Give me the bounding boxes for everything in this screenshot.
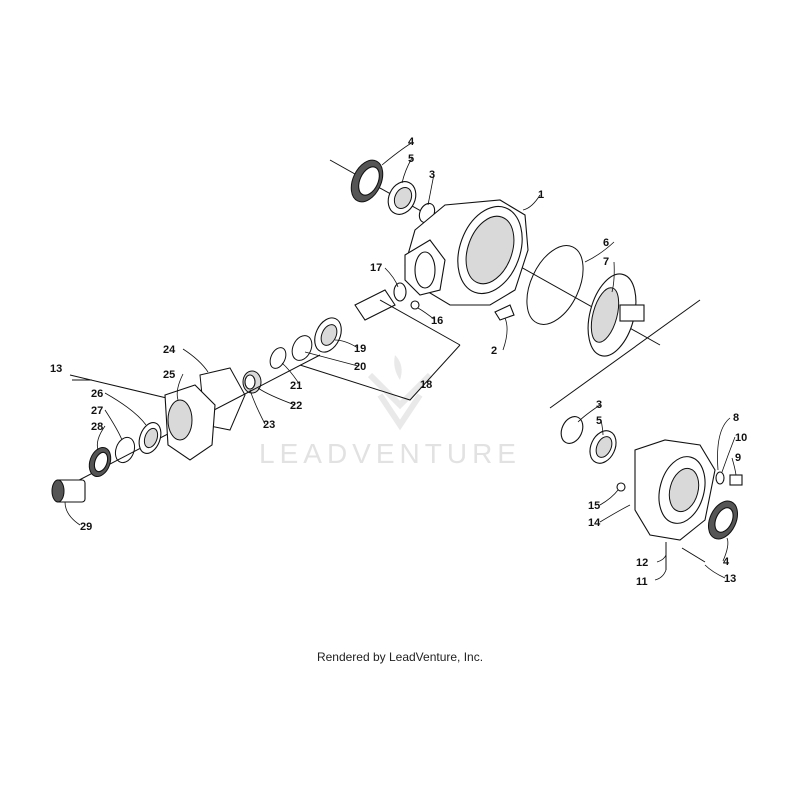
callout-27: 27 xyxy=(91,405,103,417)
callout-15: 15 xyxy=(588,500,600,512)
callout-26: 26 xyxy=(91,388,103,400)
main-housing xyxy=(329,159,661,357)
callout-22: 22 xyxy=(290,400,302,412)
watermark: LEADVENTURE xyxy=(259,355,521,469)
callout-3-right: 3 xyxy=(596,399,602,411)
callout-12: 12 xyxy=(636,557,648,569)
callout-13-left: 13 xyxy=(50,363,62,375)
callout-13-right: 13 xyxy=(724,573,736,585)
callout-23: 23 xyxy=(263,419,275,431)
callout-18: 18 xyxy=(420,379,432,391)
watermark-logo xyxy=(367,355,433,431)
callout-5-top: 5 xyxy=(408,153,414,165)
callout-2: 2 xyxy=(491,345,497,357)
callout-17: 17 xyxy=(370,262,382,274)
callout-8: 8 xyxy=(733,412,739,424)
right-cover xyxy=(549,299,743,570)
callout-21: 21 xyxy=(290,380,302,392)
callout-3-top: 3 xyxy=(429,169,435,181)
left-cover xyxy=(51,354,321,503)
render-credit: Rendered by LeadVenture, Inc. xyxy=(316,650,484,664)
callout-9: 9 xyxy=(735,452,741,464)
callout-4-top: 4 xyxy=(408,136,415,148)
callout-24: 24 xyxy=(163,344,176,356)
callout-20: 20 xyxy=(354,361,366,373)
callouts: 1 2 3 4 5 6 7 8 9 10 11 12 13 14 15 16 1… xyxy=(50,136,747,588)
callout-19: 19 xyxy=(354,343,366,355)
watermark-text: LEADVENTURE xyxy=(259,438,521,469)
callout-6: 6 xyxy=(603,237,609,249)
leader-lines xyxy=(64,141,737,581)
callout-4-right: 4 xyxy=(723,556,730,568)
callout-11: 11 xyxy=(636,576,648,588)
callout-1: 1 xyxy=(538,189,544,201)
callout-5-right: 5 xyxy=(596,415,602,427)
callout-16: 16 xyxy=(431,315,443,327)
shaft-stack xyxy=(242,299,461,401)
callout-28: 28 xyxy=(91,421,103,433)
callout-10: 10 xyxy=(735,432,747,444)
callout-7: 7 xyxy=(603,256,609,268)
callout-14: 14 xyxy=(588,517,601,529)
callout-25: 25 xyxy=(163,369,175,381)
callout-29: 29 xyxy=(80,521,92,533)
